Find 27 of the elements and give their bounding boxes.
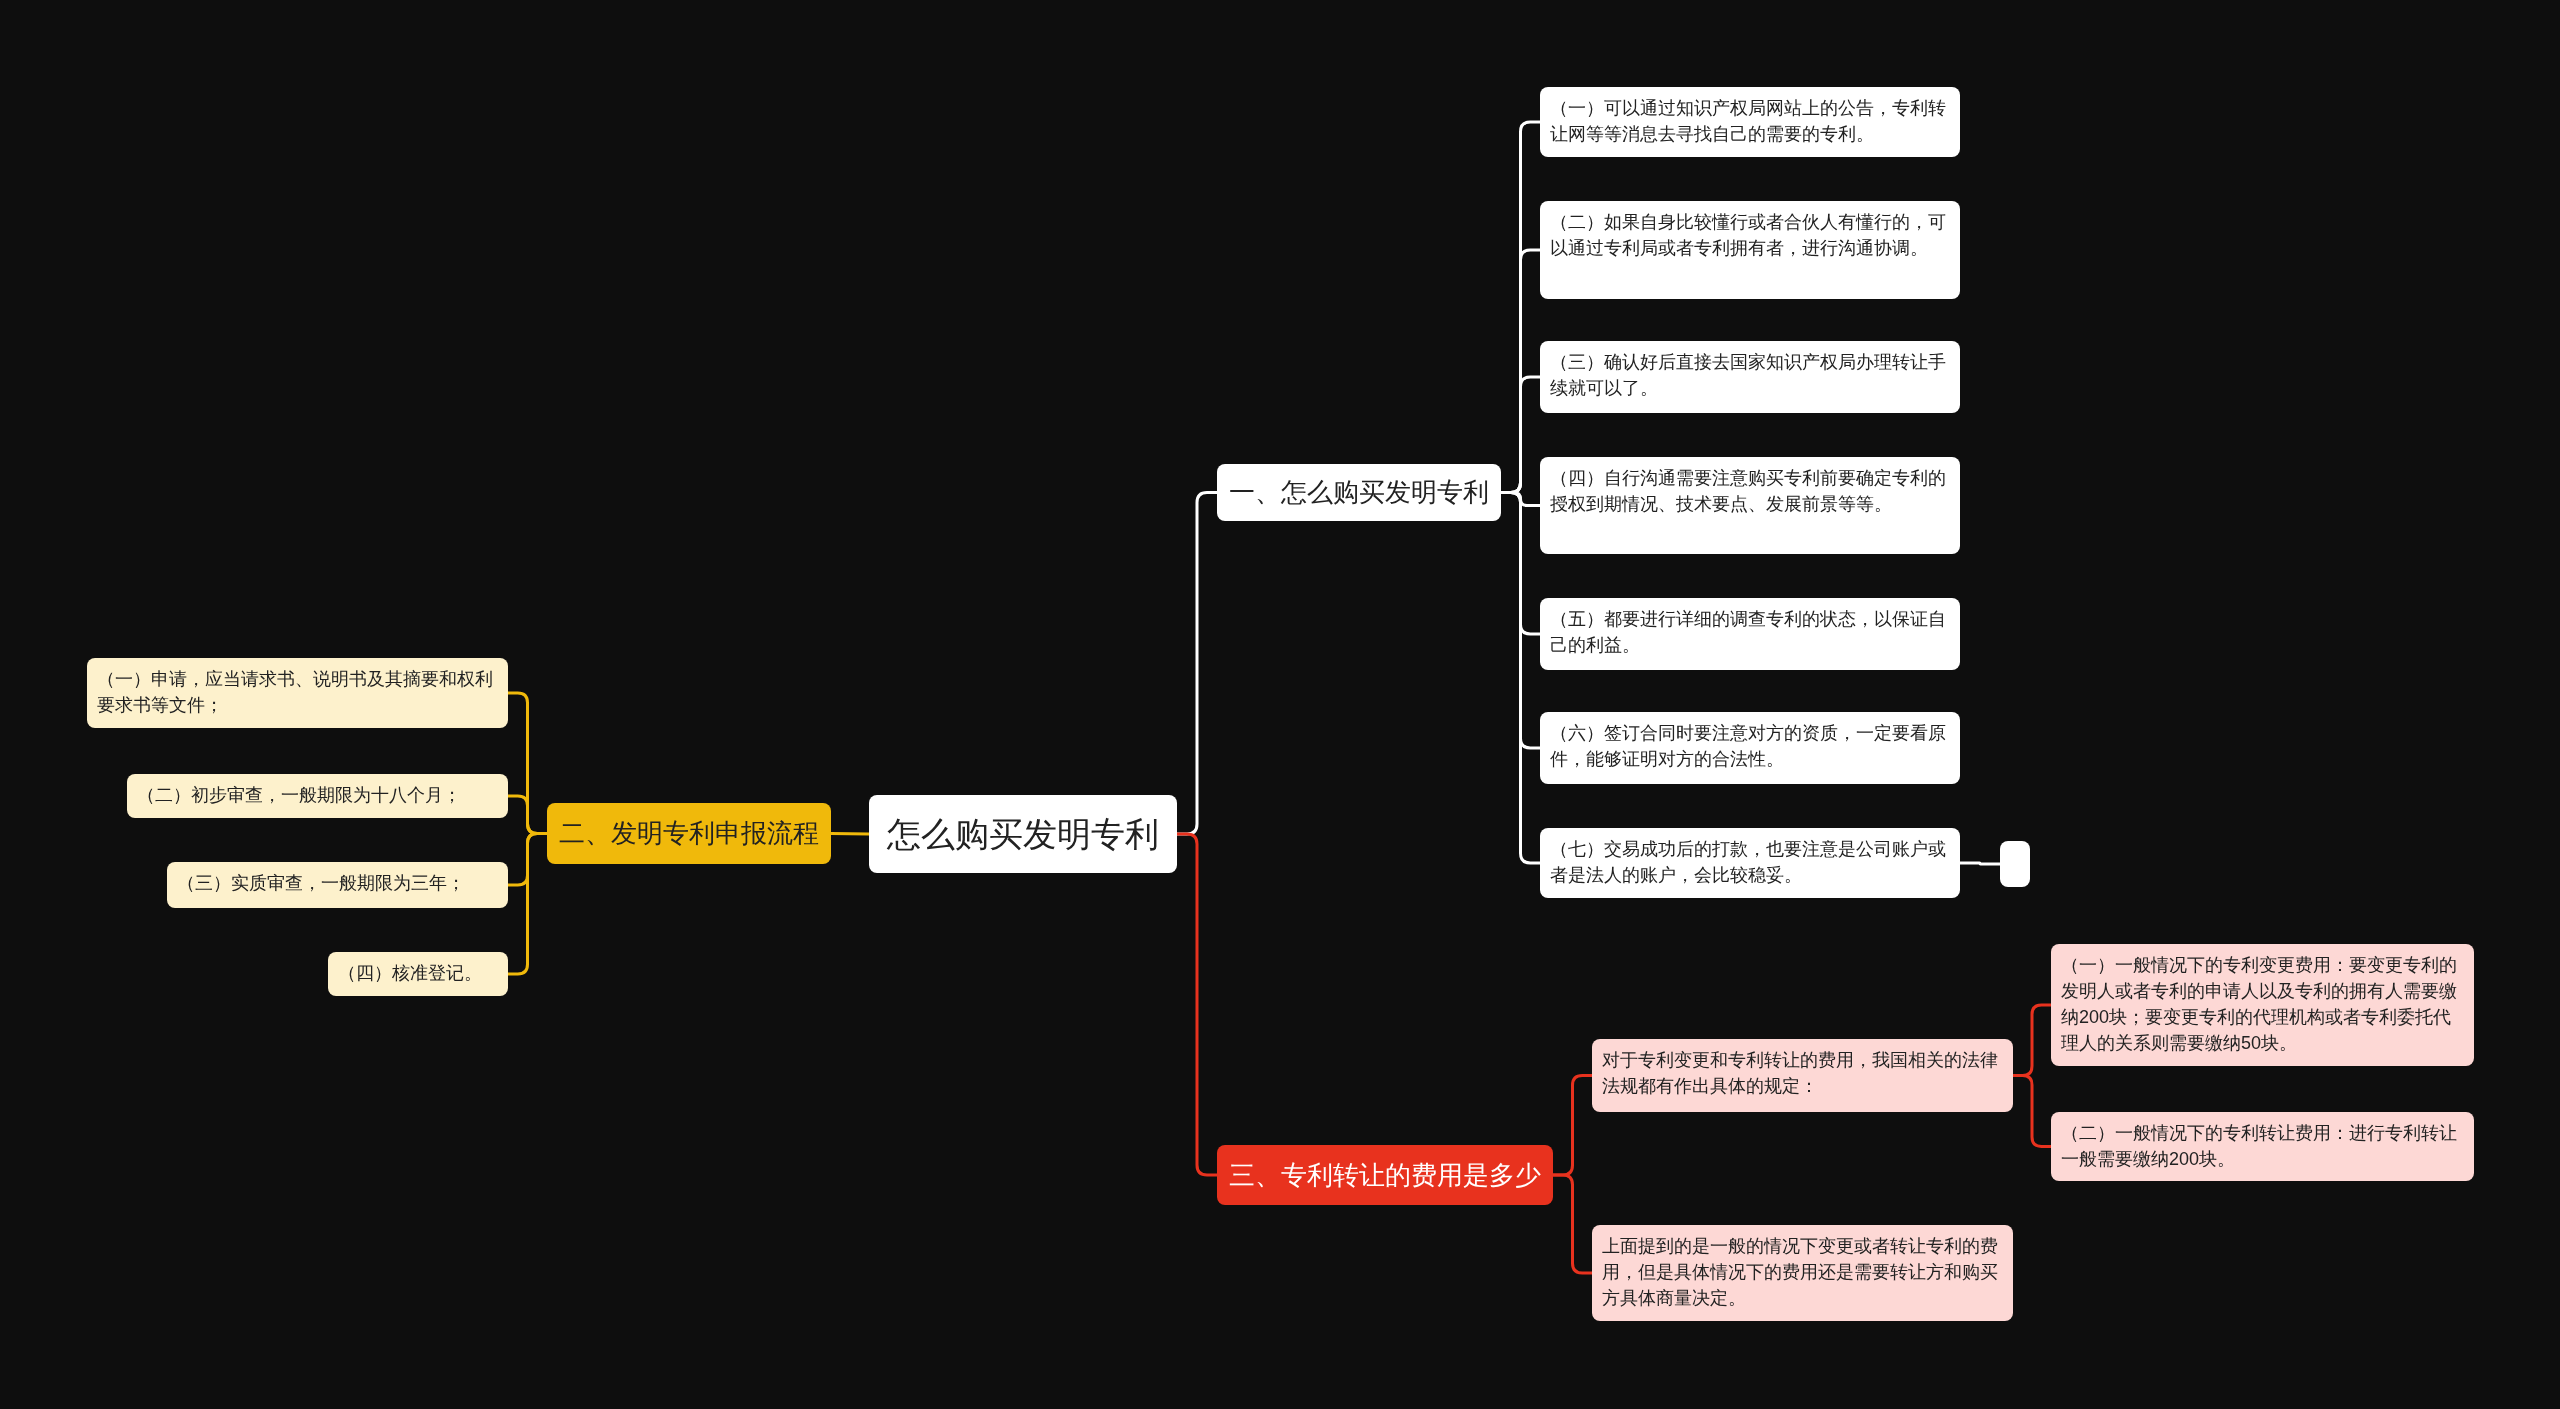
connector-line: [2013, 1074, 2051, 1148]
connector-line: [1177, 832, 1217, 1177]
subtopic-box: （三）确认好后直接去国家知识产权局办理转让手续就可以了。: [1540, 341, 1960, 413]
subtopic-box: （四）核准登记。: [328, 952, 508, 996]
subtopic-box: 上面提到的是一般的情况下变更或者转让专利的费用，但是具体情况下的费用还是需要转让方和购买方具体商量决定。: [1592, 1225, 2013, 1321]
subtopic-box: （二）如果自身比较懂行或者合伙人有懂行的，可以通过专利局或者专利拥有者，进行沟通协调。: [1540, 201, 1960, 299]
connector-line: [830, 832, 870, 836]
subtopic-box: （三）实质审查，一般期限为三年；: [167, 862, 508, 908]
subtopic-box: （四）自行沟通需要注意购买专利前要确定专利的授权到期情况、技术要点、发展前景等等。: [1540, 457, 1960, 554]
branch-topic: 三、专利转让的费用是多少: [1217, 1145, 1553, 1205]
subtopic-box: （一）申请，应当请求书、说明书及其摘要和权利要求书等文件；: [87, 658, 508, 728]
subtopic-box: （一）可以通过知识产权局网站上的公告，专利转让网等等消息去寻找自己的需要的专利。: [1540, 87, 1960, 157]
subtopic-box: 对于专利变更和专利转让的费用，我国相关的法律法规都有作出具体的规定：: [1592, 1039, 2013, 1112]
subtopic-box: （二）一般情况下的专利转让费用：进行专利转让一般需要缴纳200块。: [2051, 1112, 2474, 1181]
branch-topic: 二、发明专利申报流程: [547, 803, 831, 864]
empty-box: [2000, 841, 2030, 887]
subtopic-box: （二）初步审查，一般期限为十八个月；: [127, 774, 508, 818]
connector-line: [1553, 1173, 1592, 1275]
central-topic: 怎么购买发明专利: [869, 795, 1177, 873]
subtopic-box: （五）都要进行详细的调查专利的状态，以保证自己的利益。: [1540, 598, 1960, 670]
subtopic-box: （一）一般情况下的专利变更费用：要变更专利的发明人或者专利的申请人以及专利的拥有人需要缴纳200块；要变更专利的代理机构或者专利委托代理人的关系则需要缴纳50块。: [2051, 944, 2474, 1066]
subtopic-box: （六）签订合同时要注意对方的资质，一定要看原件，能够证明对方的合法性。: [1540, 712, 1960, 784]
subtopic-box: （七）交易成功后的打款，也要注意是公司账户或者是法人的账户，会比较稳妥。: [1540, 828, 1960, 898]
connector-line: [1960, 861, 2000, 866]
connector-line: [1501, 491, 1540, 865]
connector-line: [508, 832, 547, 976]
branch-topic: 一、怎么购买发明专利: [1217, 464, 1501, 521]
